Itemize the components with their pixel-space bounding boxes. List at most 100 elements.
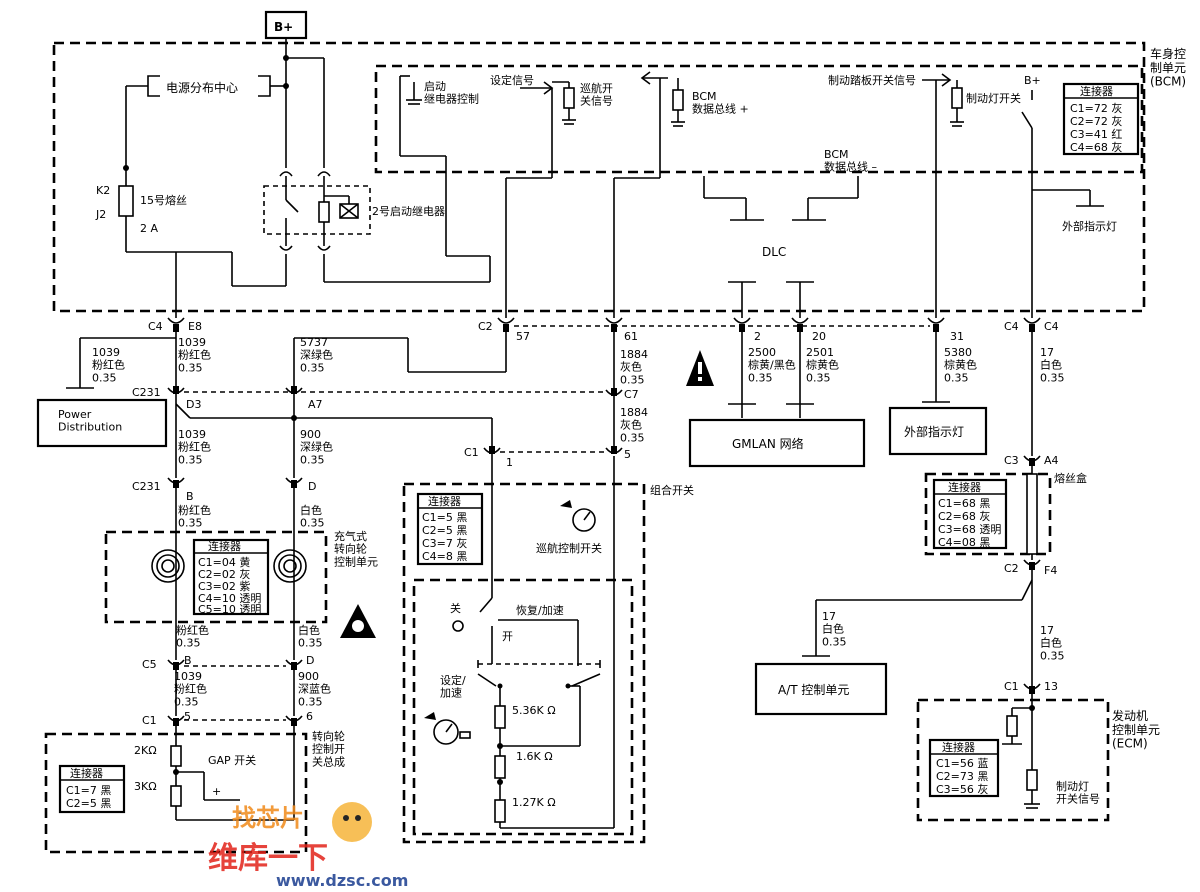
pin-e8: E8 bbox=[188, 320, 202, 333]
ext-indicator-box bbox=[888, 406, 988, 456]
ecm-conn-row: C2=73 黑 bbox=[936, 770, 988, 783]
plus-label: + bbox=[212, 785, 221, 798]
steering-switch-assy-label: 转向轮控制开关总成 bbox=[312, 729, 345, 768]
esd-warning-icon bbox=[340, 604, 376, 638]
at-module-label: A/T 控制单元 bbox=[778, 683, 849, 697]
pin-g5: 5 bbox=[184, 710, 191, 723]
combo-switch-enclosure bbox=[402, 482, 646, 844]
pin-c2: C2 bbox=[478, 320, 493, 333]
on-label: 开 bbox=[502, 630, 513, 643]
pin-5: 5 bbox=[624, 448, 631, 461]
fuse-conn-row: C2=68 灰 bbox=[938, 509, 990, 523]
set-signal-label: 设定信号 bbox=[490, 73, 534, 87]
pin-1: 1 bbox=[506, 456, 513, 469]
clock-conn-row: C4=10 透明 bbox=[198, 592, 261, 605]
pin-2: 2 bbox=[754, 330, 761, 343]
watermark-url: www.dzsc.com bbox=[276, 871, 408, 890]
pin-c7: C7 bbox=[624, 388, 639, 401]
bcm-connector-table: 连接器 C1=72 灰 C2=72 灰 C3=41 红 C4=68 灰 bbox=[1062, 82, 1140, 156]
clock-conn-row: C1=04 黄 bbox=[198, 555, 250, 569]
combo-conn-title: 连接器 bbox=[428, 495, 461, 508]
fusebox-enclosure bbox=[924, 472, 1052, 556]
ecm-connector-table: 连接器 C1=56 蓝 C2=73 黑 C3=56 灰 bbox=[928, 738, 1000, 798]
pin-20: 20 bbox=[812, 330, 826, 343]
pin-c5: C5 bbox=[142, 658, 157, 671]
clockspring-label: 充气式转向轮控制单元 bbox=[334, 529, 378, 568]
cruise-gauge-icon bbox=[560, 500, 596, 532]
pin-c4-right-b: C4 bbox=[1044, 320, 1059, 333]
combo-conn-row: C2=5 黑 bbox=[422, 524, 467, 537]
watermark-cn: 维库一下 bbox=[208, 841, 328, 876]
r2-label: 1.6K Ω bbox=[516, 750, 553, 763]
bcm-conn-title: 连接器 bbox=[1080, 85, 1113, 98]
bcm-inner bbox=[374, 64, 1144, 174]
pin-g6: 6 bbox=[306, 710, 313, 723]
fuse-conn-title: 连接器 bbox=[948, 481, 981, 494]
pin-c3-fuse: C3 bbox=[1004, 454, 1019, 467]
gmlan-label: GMLAN 网络 bbox=[732, 436, 804, 451]
pin-c4-right-a: C4 bbox=[1004, 320, 1019, 333]
pin-c1-combo: C1 bbox=[464, 446, 479, 459]
fuse-conn-row: C1=68 黑 bbox=[938, 497, 990, 510]
brake-pedal-signal-label: 制动踏板开关信号 bbox=[828, 73, 916, 87]
bcm-boundary bbox=[52, 41, 1146, 313]
power-dist-center-label: 电源分布中心 bbox=[166, 80, 238, 95]
gap-switch-label: GAP 开关 bbox=[208, 753, 256, 767]
pin-57: 57 bbox=[516, 330, 530, 343]
pin-b2: B bbox=[184, 654, 192, 667]
fuse-conn-row: C4=08 黑 bbox=[938, 536, 990, 549]
ext-indicator-box-label: 外部指示灯 bbox=[904, 424, 964, 439]
power-distribution-box bbox=[36, 398, 168, 448]
ecm-conn-title: 连接器 bbox=[942, 741, 975, 754]
j2-label: J2 bbox=[95, 208, 106, 221]
gap-conn-row: C1=7 黑 bbox=[66, 784, 111, 797]
cruise-switch-inner bbox=[412, 578, 634, 836]
pin-b1: B bbox=[186, 490, 194, 503]
r-3k-label: 3KΩ bbox=[134, 780, 157, 793]
fuse-15-label: 15号熔丝 bbox=[140, 193, 187, 207]
at-module-box bbox=[754, 662, 888, 716]
bcm-conn-row: C4=68 灰 bbox=[1070, 140, 1122, 154]
dlc-label: DLC bbox=[762, 245, 786, 259]
fusebox-connector-table: 连接器 C1=68 黑 C2=68 灰 C3=68 透明 C4=08 黑 bbox=[932, 478, 1008, 550]
bplus-label: B+ bbox=[274, 20, 293, 34]
clock-conn-row: C3=02 紫 bbox=[198, 580, 250, 593]
fuse-conn-row: C3=68 透明 bbox=[938, 523, 1001, 536]
pin-d2: D bbox=[306, 654, 314, 667]
pin-61: 61 bbox=[624, 330, 638, 343]
bcm-conn-row: C1=72 灰 bbox=[1070, 101, 1122, 115]
ext-indicator-label: 外部指示灯 bbox=[1062, 219, 1117, 233]
minus-label: - bbox=[238, 806, 242, 819]
r1-label: 5.36K Ω bbox=[512, 704, 556, 717]
r-2k-label: 2KΩ bbox=[134, 744, 157, 757]
bcm-conn-row: C2=72 灰 bbox=[1070, 114, 1122, 128]
warning-icon bbox=[686, 350, 714, 386]
cruise-switch-signal-label: 巡航开关信号 bbox=[580, 81, 613, 108]
bplus-small-label: B+ bbox=[1024, 74, 1041, 87]
pin-c1-ecm: C1 bbox=[1004, 680, 1019, 693]
connector-row bbox=[167, 317, 1041, 332]
brake-lamp-switch-label: 制动灯开关 bbox=[966, 91, 1021, 105]
pin-13: 13 bbox=[1044, 680, 1058, 693]
pin-d3: D3 bbox=[186, 398, 201, 411]
ecm-enclosure bbox=[916, 698, 1110, 822]
pin-c231-b: C231 bbox=[132, 480, 161, 493]
resume-accel-label: 恢复/加速 bbox=[516, 603, 564, 617]
start-relay-ctrl-label: 启动继电器控制 bbox=[424, 80, 479, 106]
gap-conn-title: 连接器 bbox=[70, 767, 103, 780]
clock-conn-row: C5=10 透明 bbox=[198, 603, 261, 616]
